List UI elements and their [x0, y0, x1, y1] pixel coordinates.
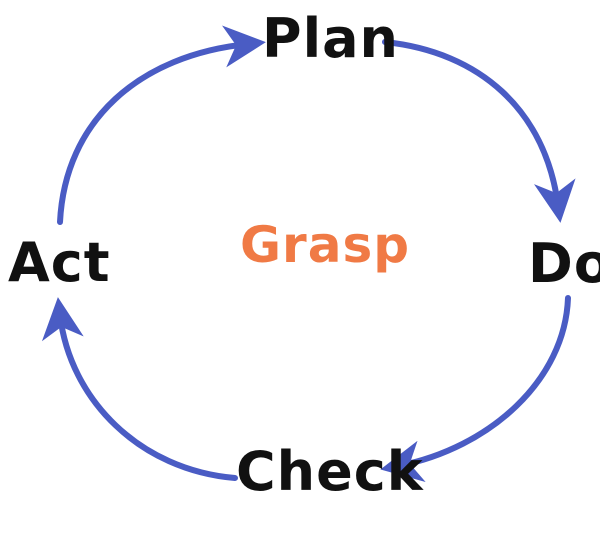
- arrow-act-to-plan: [57, 25, 266, 225]
- center-label: Grasp: [240, 216, 410, 274]
- step-do-label: Do: [528, 232, 600, 295]
- arrow-plan-to-do: [382, 39, 576, 223]
- step-check-label: Check: [236, 440, 424, 503]
- arrow-check-to-act: [41, 297, 238, 481]
- arrow-do-to-check: [380, 295, 571, 482]
- step-act-label: Act: [8, 231, 111, 294]
- step-plan-label: Plan: [262, 7, 399, 70]
